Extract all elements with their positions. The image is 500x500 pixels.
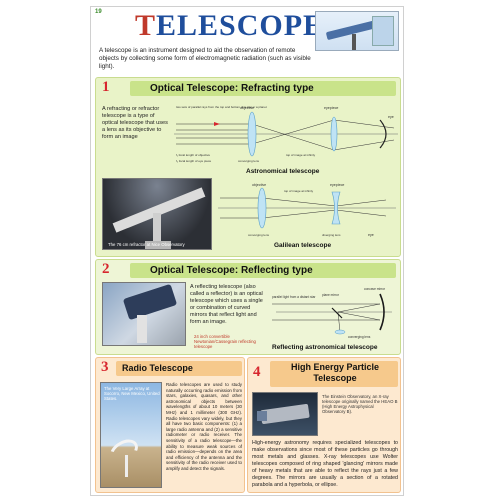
very-large-array-photo [100, 382, 162, 488]
reflector-photo [102, 282, 186, 346]
section-heading: Radio Telescope [122, 363, 193, 373]
section-number: 2 [102, 261, 110, 277]
f2-label: f₂ focal length of eye piece [176, 159, 212, 163]
header-telescope-illustration [315, 11, 399, 51]
section-heading: High Energy Particle Telescope [290, 362, 380, 383]
galilean-telescope-diagram: objective eyepiece eye converging lens d… [218, 183, 396, 237]
section-number: 1 [102, 79, 110, 95]
section-reflecting: 2 Optical Telescope: Reflecting type A r… [95, 259, 401, 355]
observatory-photo-caption: The 76 cm refractor at Nice Observatory [108, 242, 185, 247]
parallel-rays-label: two sets of parallel rays from the top a… [176, 105, 267, 109]
intro-text: A telescope is an instrument designed to… [99, 47, 311, 70]
top-image-label: top of image at infinity [286, 153, 316, 157]
converging-lens-label: converging lens [348, 335, 371, 339]
galilean-top-image-label: top of image at infinity [284, 189, 314, 193]
nice-observatory-photo [102, 178, 212, 250]
section-high-energy: 4 High Energy Particle Telescope The Ein… [247, 357, 401, 493]
eyepiece-label: eyepiece [324, 106, 338, 110]
galilean-diverging-label: diverging lens [322, 233, 341, 237]
einstein-photo-caption: The Einstein Observatory, an X-ray teles… [322, 394, 398, 414]
poster-title: TELESCOPE [135, 9, 324, 43]
page-badge: 19 [95, 9, 102, 15]
galilean-objective-label: objective [252, 183, 266, 187]
radio-text: Radio telescopes are used to study natur… [166, 382, 242, 471]
section-description: A refracting or refractor telescope is a… [102, 106, 168, 140]
reflecting-telescope-diagram: parallel light from a distant star plane… [272, 287, 392, 339]
section-radio: 3 Radio Telescope The Very Large Array a… [95, 357, 245, 493]
reflecting-caption: Reflecting astronomical telescope [272, 344, 378, 351]
section-number: 3 [101, 359, 109, 375]
section-number: 4 [253, 364, 261, 380]
f1-label: f₁ focal length of objective [176, 153, 210, 157]
eye-label: eye [388, 115, 394, 119]
high-energy-text: High-energy astronomy requires specializ… [252, 440, 398, 488]
converging-lens-label: converging lens [238, 159, 260, 163]
section-heading: Optical Telescope: Refracting type [150, 83, 314, 94]
galilean-converging-label: converging lens [248, 233, 270, 237]
section-heading: Optical Telescope: Reflecting type [150, 265, 313, 276]
title-rest: ELESCOPE [156, 9, 325, 42]
astronomical-telescope-diagram: objective eyepiece eye two sets of paral… [174, 105, 398, 163]
galilean-eyepiece-label: eyepiece [330, 183, 344, 187]
parallel-light-label: parallel light from a distant star [272, 295, 316, 299]
objective-label: objective [240, 106, 254, 110]
vla-photo-caption: The Very Large Array at Socorro, New Mex… [104, 386, 160, 401]
einstein-observatory-photo [252, 392, 318, 436]
astronomical-caption: Astronomical telescope [246, 168, 320, 175]
title-initial: T [135, 9, 157, 42]
section-refracting: 1 Optical Telescope: Refracting type A r… [95, 77, 401, 257]
galilean-eye-label: eye [368, 233, 374, 237]
plane-mirror-label: plane mirror [322, 293, 340, 297]
telescope-poster: 19 TELESCOPE A telescope is an instrumen… [90, 6, 404, 496]
section-description: A reflecting telescope (also called a re… [190, 284, 263, 325]
concave-mirror-label: concave mirror [364, 287, 386, 291]
reflector-photo-caption: 24 inch convertible Newtonian/Cassegrain… [194, 334, 256, 349]
galilean-caption: Galilean telescope [274, 242, 332, 249]
